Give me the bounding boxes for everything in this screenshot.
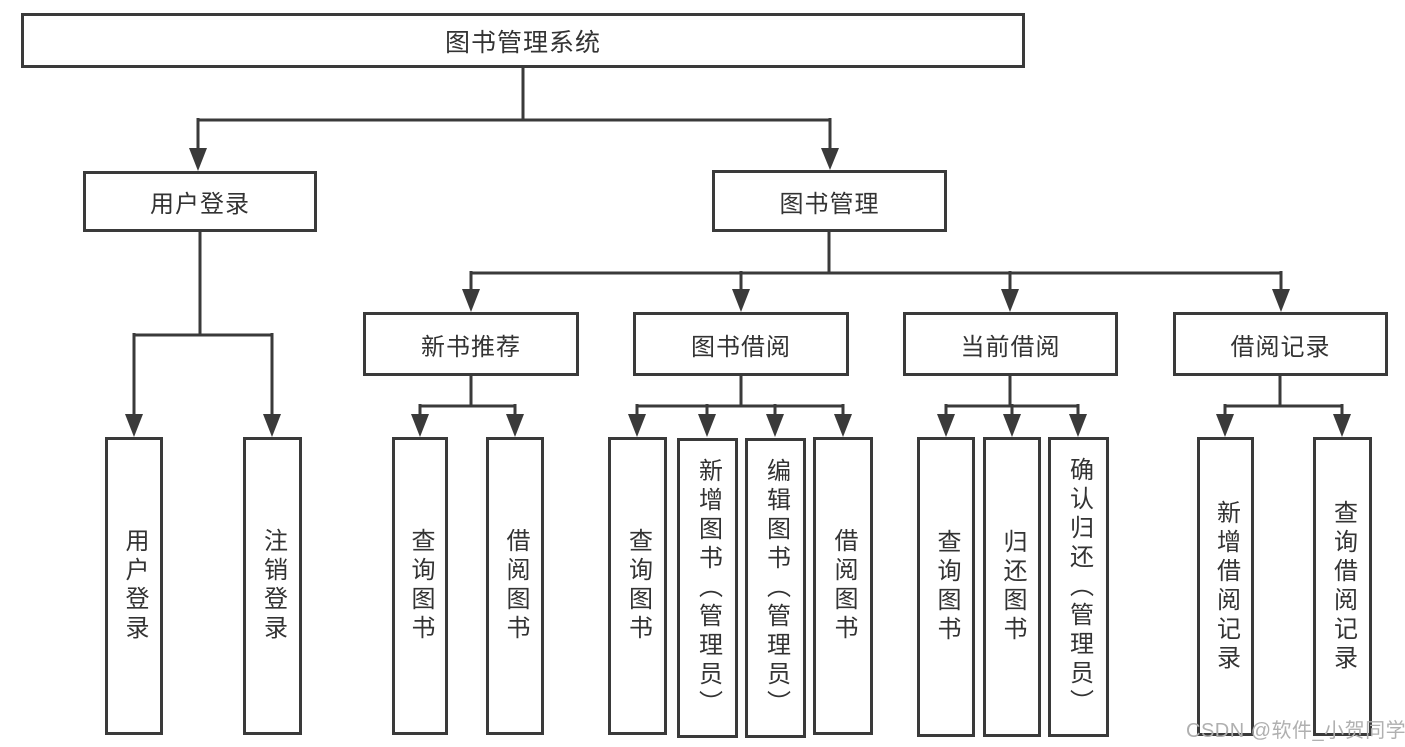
- leaf-newrec-borrow-books-label: 借阅图书: [502, 528, 529, 644]
- leaf-confirm-return-admin: 确认归还（管理员）: [1048, 437, 1109, 737]
- node-borrowing-records: 借阅记录: [1173, 312, 1388, 376]
- leaf-newrec-query-books: 查询图书: [392, 437, 448, 735]
- leaf-confirm-return-admin-label: 确认归还（管理员）: [1065, 456, 1093, 718]
- connector-new-book-rec-to-leaves: [411, 376, 524, 437]
- connector-user-login-to-leaves: [125, 232, 281, 437]
- node-current-borrowing: 当前借阅: [903, 312, 1118, 376]
- leaf-borrow-query-books-label: 查询图书: [624, 528, 652, 644]
- leaf-borrow-books: 借阅图书: [813, 437, 873, 735]
- leaf-newrec-borrow-books: 借阅图书: [486, 437, 544, 735]
- node-new-book-recommendation: 新书推荐: [363, 312, 579, 376]
- leaf-add-books-admin-label: 新增图书（管理员）: [694, 457, 722, 719]
- leaf-return-books-label: 归还图书: [999, 529, 1026, 645]
- leaf-logout-label: 注销登录: [259, 528, 287, 644]
- node-root-title: 图书管理系统: [21, 13, 1025, 68]
- leaf-logout: 注销登录: [243, 437, 302, 735]
- connector-book-management-to-level3: [462, 232, 1290, 312]
- leaf-query-borrow-record: 查询借阅记录: [1313, 437, 1372, 736]
- node-user-login: 用户登录: [83, 171, 317, 232]
- connector-current-borrow-to-leaves: [937, 376, 1087, 437]
- leaf-return-books: 归还图书: [983, 437, 1041, 737]
- leaf-user-login-label: 用户登录: [121, 528, 148, 644]
- leaf-newrec-query-books-label: 查询图书: [407, 528, 434, 644]
- leaf-current-query-books: 查询图书: [917, 437, 975, 737]
- connector-borrow-records-to-leaves: [1216, 376, 1351, 437]
- node-book-borrowing: 图书借阅: [633, 312, 849, 376]
- leaf-add-books-admin: 新增图书（管理员）: [677, 438, 738, 738]
- connector-book-borrow-to-leaves: [628, 376, 852, 437]
- leaf-query-borrow-record-label: 查询借阅记录: [1329, 499, 1357, 674]
- leaf-user-login: 用户登录: [105, 437, 163, 735]
- leaf-edit-books-admin-label: 编辑图书（管理员）: [762, 457, 790, 719]
- leaf-add-borrow-record-label: 新增借阅记录: [1212, 499, 1240, 674]
- leaf-current-query-books-label: 查询图书: [933, 529, 960, 645]
- leaf-edit-books-admin: 编辑图书（管理员）: [745, 438, 806, 738]
- leaf-add-borrow-record: 新增借阅记录: [1197, 437, 1254, 736]
- leaf-borrow-query-books: 查询图书: [608, 437, 667, 735]
- connector-root-to-level2: [189, 68, 839, 171]
- watermark: CSDN @软件_小贺同学: [1186, 720, 1405, 742]
- leaf-borrow-books-label: 借阅图书: [830, 528, 857, 644]
- node-book-management: 图书管理: [712, 170, 947, 232]
